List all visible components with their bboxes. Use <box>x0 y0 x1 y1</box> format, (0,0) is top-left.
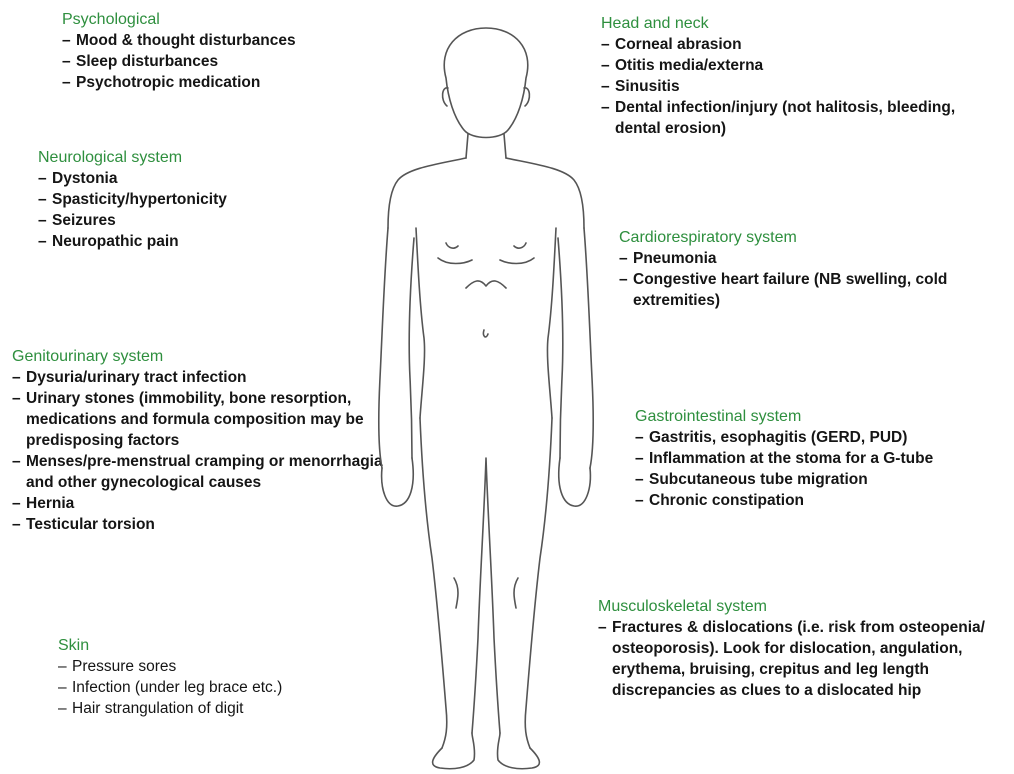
group-skin: Skin –Pressure sores –Infection (under l… <box>58 635 358 719</box>
item-list: –Mood & thought disturbances –Sleep dist… <box>62 30 362 93</box>
list-item: –Congestive heart failure (NB swelling, … <box>619 269 995 311</box>
arm-left <box>379 228 414 468</box>
item-list: –Gastritis, esophagitis (GERD, PUD) –Inf… <box>635 427 995 511</box>
group-musculoskeletal: Musculoskeletal system –Fractures & disl… <box>598 596 1010 701</box>
group-cardiorespiratory: Cardiorespiratory system –Pneumonia –Con… <box>619 227 989 311</box>
group-head-neck: Head and neck –Corneal abrasion –Otitis … <box>601 13 991 139</box>
group-title: Musculoskeletal system <box>598 596 1010 617</box>
list-item: –Dental infection/injury (not halitosis,… <box>601 97 995 139</box>
group-genitourinary: Genitourinary system –Dysuria/urinary tr… <box>12 346 392 535</box>
foot-right <box>497 733 539 769</box>
list-item: –Fractures & dislocations (i.e. risk fro… <box>598 617 1014 701</box>
knee-detail <box>454 578 518 608</box>
item-list: –Pneumonia –Congestive heart failure (NB… <box>619 248 989 311</box>
list-item: –Pressure sores <box>58 656 358 677</box>
list-item: –Urinary stones (immobility, bone resorp… <box>12 388 384 451</box>
hand-left <box>382 458 414 506</box>
list-item: –Neuropathic pain <box>38 231 338 252</box>
navel <box>483 330 488 337</box>
arm-right <box>558 228 593 468</box>
list-item: –Psychotropic medication <box>62 72 362 93</box>
torso-outline <box>388 158 584 228</box>
inner-legs <box>472 458 500 733</box>
group-psychological: Psychological –Mood & thought disturbanc… <box>62 9 362 93</box>
group-gastrointestinal: Gastrointestinal system –Gastritis, esop… <box>635 406 995 511</box>
human-body-figure <box>368 18 604 770</box>
group-title: Psychological <box>62 9 362 30</box>
list-item: –Menses/pre-menstrual cramping or menorr… <box>12 451 396 493</box>
list-item: –Gastritis, esophagitis (GERD, PUD) <box>635 427 995 448</box>
torso-sides <box>416 228 556 418</box>
foot-left <box>433 733 475 769</box>
list-item: –Hair strangulation of digit <box>58 698 358 719</box>
list-item: –Chronic constipation <box>635 490 995 511</box>
list-item: –Dystonia <box>38 168 338 189</box>
list-item: –Seizures <box>38 210 338 231</box>
hand-right <box>559 458 591 506</box>
item-list: –Fractures & dislocations (i.e. risk fro… <box>598 617 1010 701</box>
list-item: –Sinusitis <box>601 76 991 97</box>
list-item: –Corneal abrasion <box>601 34 991 55</box>
list-item: –Inflammation at the stoma for a G-tube <box>635 448 995 469</box>
group-title: Cardiorespiratory system <box>619 227 989 248</box>
list-item: –Infection (under leg brace etc.) <box>58 677 358 698</box>
item-list: –Dystonia –Spasticity/hypertonicity –Sei… <box>38 168 338 252</box>
list-item: –Sleep disturbances <box>62 51 362 72</box>
item-list: –Corneal abrasion –Otitis media/externa … <box>601 34 991 139</box>
group-title: Gastrointestinal system <box>635 406 995 427</box>
head-outline <box>444 28 528 138</box>
list-item: –Pneumonia <box>619 248 989 269</box>
list-item: –Mood & thought disturbances <box>62 30 362 51</box>
list-item: –Spasticity/hypertonicity <box>38 189 338 210</box>
list-item: –Otitis media/externa <box>601 55 991 76</box>
leg-right <box>525 418 552 748</box>
group-title: Head and neck <box>601 13 991 34</box>
group-neurological: Neurological system –Dystonia –Spasticit… <box>38 147 338 252</box>
leg-left <box>420 418 447 748</box>
list-item: –Dysuria/urinary tract infection <box>12 367 392 388</box>
item-list: –Dysuria/urinary tract infection –Urinar… <box>12 367 392 535</box>
list-item: –Subcutaneous tube migration <box>635 469 995 490</box>
group-title: Skin <box>58 635 358 656</box>
group-title: Genitourinary system <box>12 346 392 367</box>
list-item: –Testicular torsion <box>12 514 392 535</box>
list-item: –Hernia <box>12 493 392 514</box>
group-title: Neurological system <box>38 147 338 168</box>
chest-detail <box>438 243 534 288</box>
item-list: –Pressure sores –Infection (under leg br… <box>58 656 358 719</box>
